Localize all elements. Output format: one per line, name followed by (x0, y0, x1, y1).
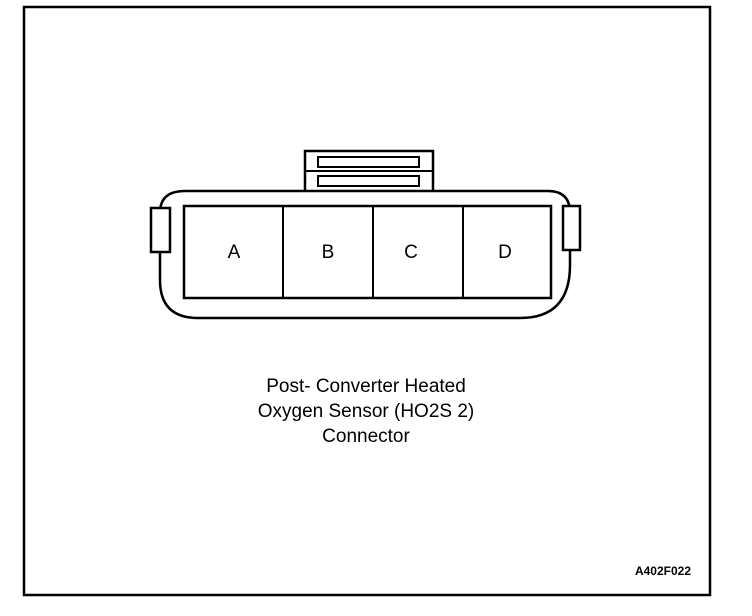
caption-line-1: Post- Converter Heated (266, 376, 466, 397)
caption-line-2: Oxygen Sensor (HO2S 2) (258, 401, 474, 422)
pin-label-c: C (404, 242, 418, 263)
left-latch (149, 206, 172, 254)
figure-id: A402F022 (635, 564, 691, 578)
figure-border (22, 5, 712, 597)
pin-label-a: A (228, 242, 241, 263)
right-latch (561, 204, 582, 252)
caption-line-3: Connector (322, 426, 410, 447)
pin-label-d: D (498, 242, 512, 263)
pin-label-b: B (322, 242, 335, 263)
locking-tab (303, 149, 435, 194)
pin-cavity (182, 204, 553, 300)
